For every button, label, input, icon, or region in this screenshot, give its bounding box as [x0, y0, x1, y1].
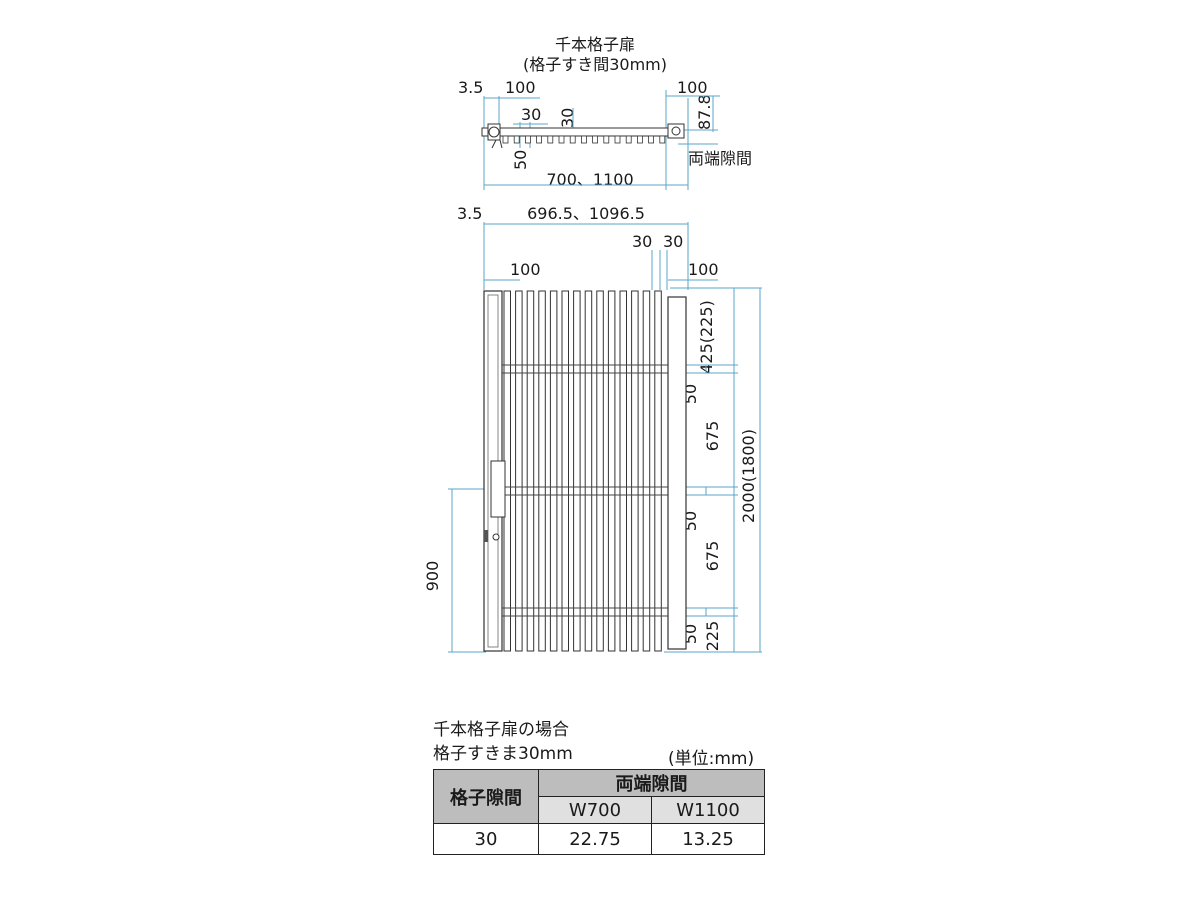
dim-width-top: 700、1100 [546, 170, 633, 189]
plan-slat [536, 135, 542, 144]
plan-slat [614, 135, 621, 144]
top-view-title: 千本格子扉 [555, 35, 635, 54]
lattice-slat [573, 290, 581, 652]
dim-900: 900 [423, 561, 442, 592]
dim-100-left-front: 100 [510, 260, 541, 279]
dim-3-5-top: 3.5 [458, 78, 483, 97]
dim-100-right-front: 100 [688, 260, 719, 279]
note-line-1: 千本格子扉の場合 [433, 720, 569, 740]
dim-425: 425(225) [697, 300, 716, 374]
dim-87-8: 87.8 [695, 94, 714, 130]
plan-slat [659, 135, 666, 144]
note-line-2: 格子すきま30mm [433, 744, 573, 764]
header-end-gap: 両端隙間 [538, 769, 765, 797]
lattice-slat [619, 290, 627, 652]
plan-slat [547, 135, 554, 144]
lattice-slat [515, 290, 523, 652]
cell-gap: 30 [433, 823, 539, 855]
plan-slat [525, 135, 531, 144]
dim-675-2: 675 [703, 541, 722, 572]
lattice-slat [549, 290, 558, 652]
dim-100-right-top: 100 [677, 78, 708, 97]
cell-w1100: 13.25 [651, 823, 765, 855]
label-end-gap: 両端隙間 [688, 149, 752, 168]
top-view: 千本格子扉 (格子すき間30mm) 3.5 100 100 30 30 87.8… [458, 35, 752, 190]
plan-slat [603, 135, 610, 144]
gap-table: 格子隙間 両端隙間 W700 W1100 30 22.75 13.25 [433, 769, 765, 855]
dim-total-height: 2000(1800) [739, 429, 758, 523]
elevation-slats [503, 290, 662, 652]
dim-30-b-front: 30 [663, 232, 683, 251]
lattice-slat [654, 290, 662, 652]
lattice-slat [607, 290, 616, 652]
plan-slat [637, 135, 643, 144]
plan-slats [502, 135, 666, 144]
plan-slat [558, 135, 565, 144]
lattice-slat [631, 290, 639, 652]
dim-3-5-front: 3.5 [457, 204, 482, 223]
lattice-slat [584, 290, 593, 652]
lattice-slat [642, 290, 651, 652]
cell-w700: 22.75 [538, 823, 652, 855]
dim-100-left-top: 100 [505, 78, 536, 97]
dim-30-a-top: 30 [521, 105, 541, 124]
plan-slat [569, 135, 576, 144]
plan-slat [648, 135, 654, 144]
plan-slat [581, 135, 587, 144]
plan-slat [502, 135, 509, 144]
header-lattice-gap: 格子隙間 [433, 769, 539, 824]
plan-slat [625, 135, 632, 144]
lattice-slat [538, 290, 546, 652]
front-view: 3.5 696.5、1096.5 30 30 100 100 425(225) … [423, 204, 762, 653]
technical-drawing: 千本格子扉 (格子すき間30mm) 3.5 100 100 30 30 87.8… [423, 35, 762, 653]
lattice-slat [561, 290, 569, 652]
dim-30-a-front: 30 [632, 232, 652, 251]
dim-675-1: 675 [703, 421, 722, 452]
lattice-slat [596, 290, 604, 652]
dim-width-front: 696.5、1096.5 [527, 204, 645, 223]
dim-30-b-top: 30 [558, 108, 577, 128]
unit-label: (単位:mm) [668, 749, 755, 769]
lattice-slat [526, 290, 535, 652]
dim-225: 225 [703, 621, 722, 652]
top-view-subtitle: (格子すき間30mm) [523, 55, 667, 74]
header-w700: W700 [538, 796, 652, 824]
header-w1100: W1100 [651, 796, 765, 824]
plan-slat [513, 135, 520, 144]
plan-slat [592, 135, 598, 144]
dim-50-top: 50 [511, 150, 530, 170]
table-row: 30 22.75 13.25 [433, 823, 765, 855]
